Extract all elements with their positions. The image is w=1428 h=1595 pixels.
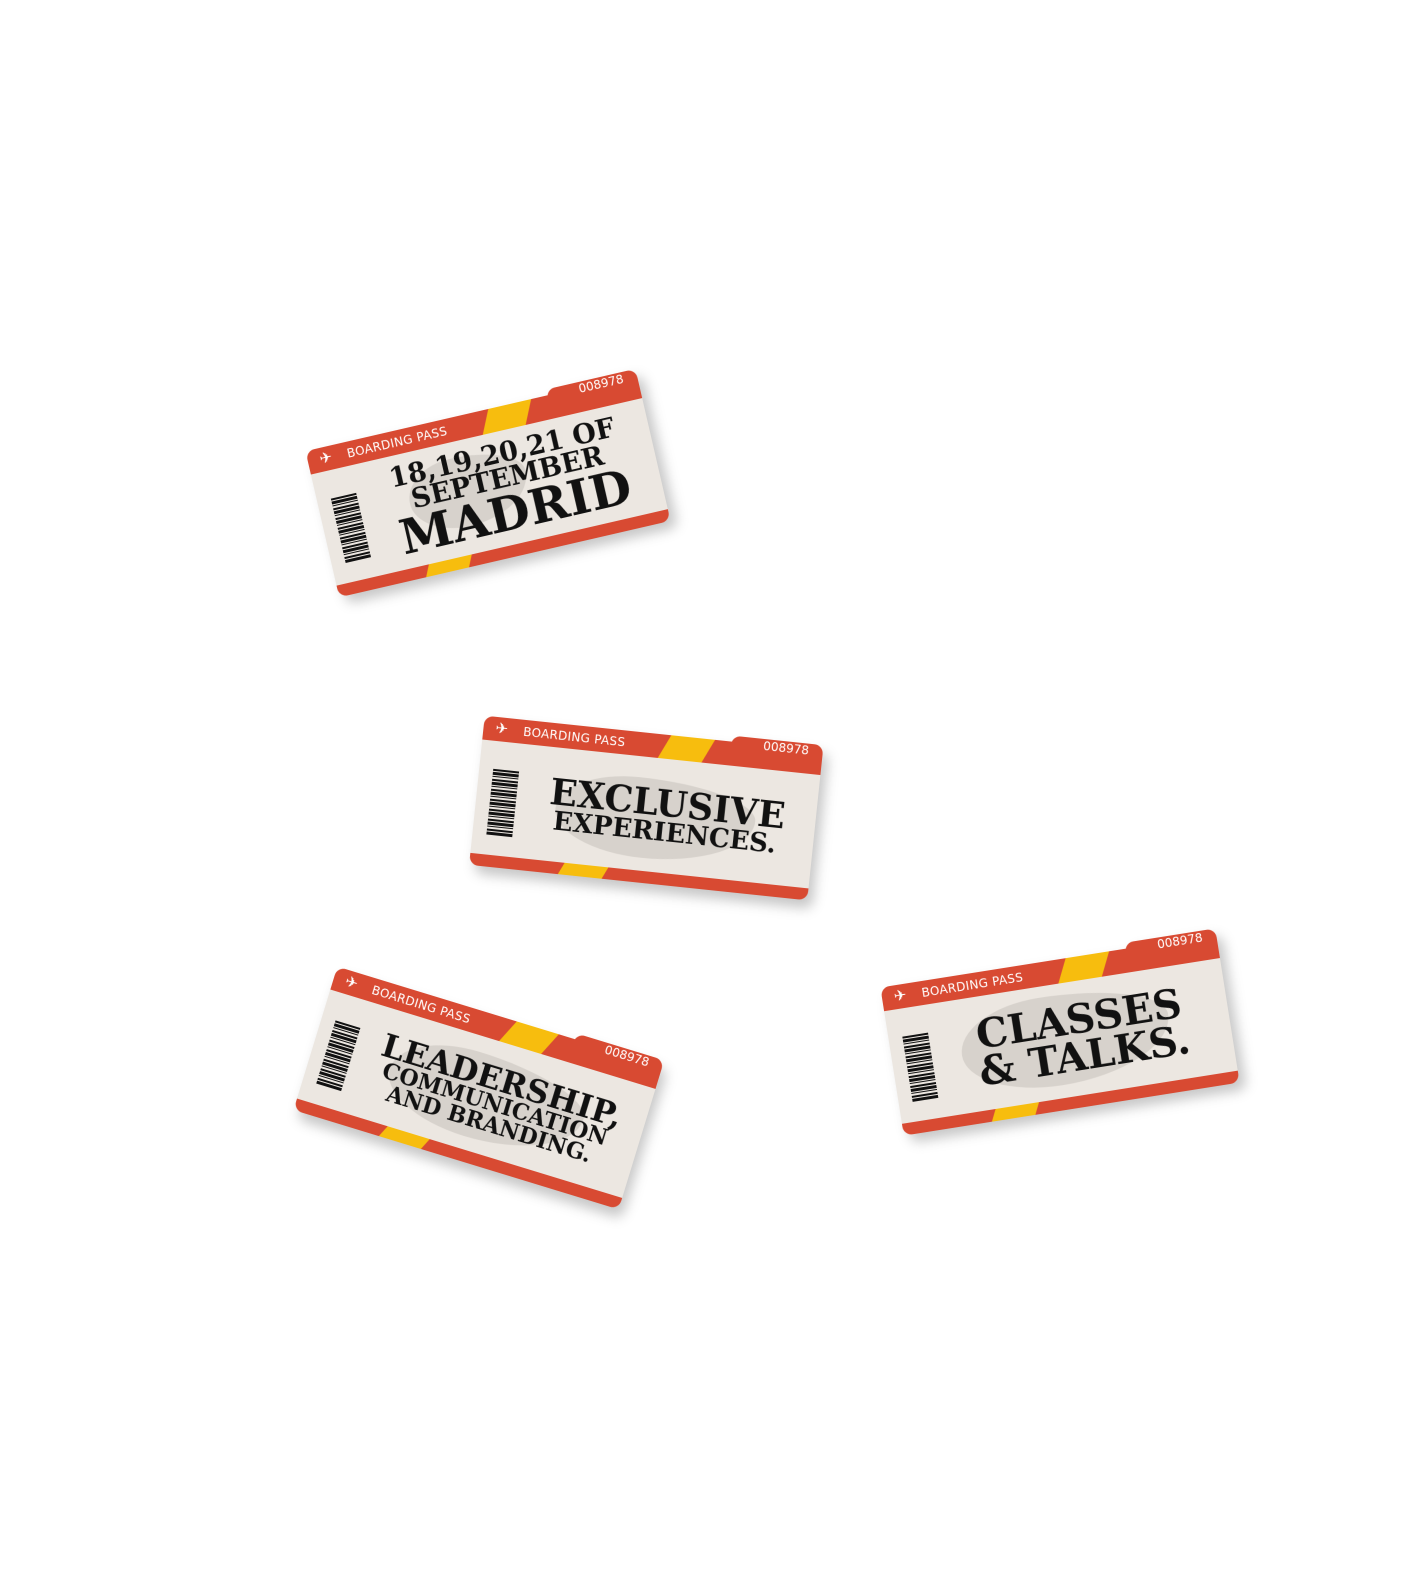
- ticket-top-stripe: [482, 399, 532, 435]
- ticket-serial: 008978: [1156, 930, 1204, 952]
- barcode-icon: [330, 492, 372, 563]
- ticket-serial: 008978: [602, 1042, 651, 1070]
- barcode-icon: [486, 768, 520, 838]
- ticket-madrid: ✈ BOARDING PASS 18,19,20,21 OF SEPTEMBER…: [305, 368, 671, 598]
- ticket-paper: ✈ BOARDING PASS LEADERSHIP, COMMUNICATIO…: [293, 966, 663, 1210]
- barcode-icon: [902, 1032, 939, 1102]
- airplane-icon: ✈: [494, 719, 509, 739]
- ticket-leadership: ✈ BOARDING PASS LEADERSHIP, COMMUNICATIO…: [293, 966, 665, 1210]
- ticket-bottom-stripe: [991, 1102, 1040, 1122]
- airplane-icon: ✈: [892, 986, 908, 1006]
- ticket-top-stripe: [1058, 951, 1110, 984]
- ticket-paper: ✈ BOARDING PASS CLASSES & TALKS.: [880, 934, 1240, 1136]
- ticket-serial: 008978: [762, 738, 810, 758]
- ticket-serial: 008978: [577, 371, 625, 396]
- barcode-icon: [316, 1020, 361, 1092]
- ticket-paper: ✈ BOARDING PASS 18,19,20,21 OF SEPTEMBER…: [305, 374, 671, 598]
- ticket-exclusive-experiences: ✈ BOARDING PASS EXCLUSIVE EXPERIENCES. 0…: [469, 715, 824, 901]
- ticket-classes-talks: ✈ BOARDING PASS CLASSES & TALKS. 008978: [880, 928, 1240, 1136]
- ticket-bottom-stripe: [557, 862, 609, 879]
